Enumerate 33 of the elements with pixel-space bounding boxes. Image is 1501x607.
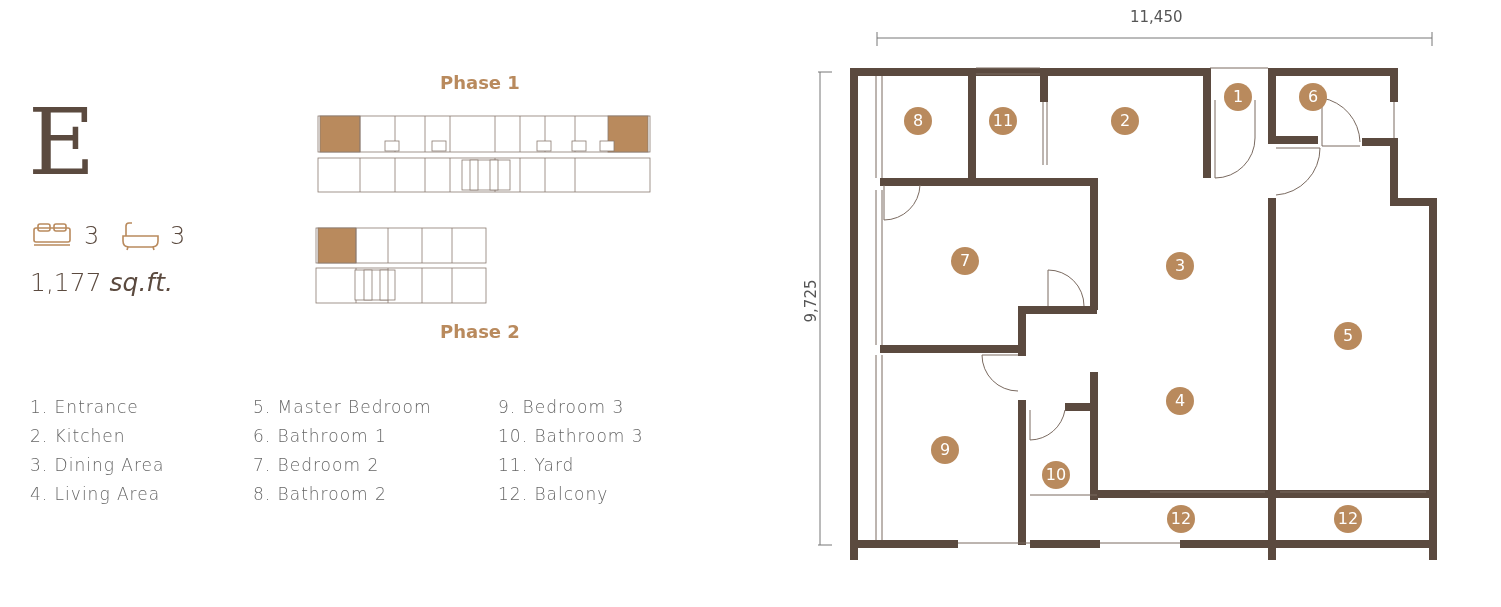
legend-entry: 4. Living Area [30,484,161,504]
legend-entry: 5. Master Bedroom [253,397,432,417]
bathroom-count: 3 [170,222,186,250]
room-number-marker: 12 [1167,505,1195,533]
legend-entry: 1. Entrance [30,397,139,417]
room-number-marker: 3 [1166,252,1194,280]
legend-entry: 7. Bedroom 2 [253,455,380,475]
legend-entry: 2. Kitchen [30,426,126,446]
legend-entry: 9. Bedroom 3 [498,397,625,417]
room-number-marker: 1 [1224,83,1252,111]
room-number-marker: 4 [1166,387,1194,415]
legend-entry: 12. Balcony [498,484,609,504]
legend-entry: 10. Bathroom 3 [498,426,644,446]
legend-entry: 3. Dining Area [30,455,165,475]
legend-entry: 6. Bathroom 1 [253,426,387,446]
phase-heading: Phase 1 [440,72,520,93]
room-number-marker: 2 [1111,107,1139,135]
bedroom-count: 3 [84,222,100,250]
dimension-value: 11,450 [1130,8,1183,26]
legend-entry: 11. Yard [498,455,575,475]
legend-entry: 8. Bathroom 2 [253,484,387,504]
phase-heading: Phase 2 [440,321,520,342]
room-number-marker: 5 [1334,322,1362,350]
room-number-marker: 8 [904,107,932,135]
room-number-marker: 11 [989,107,1017,135]
room-number-marker: 9 [931,436,959,464]
plan-type-letter: E [28,88,96,198]
dimension-value: 9,725 [802,279,821,323]
room-number-marker: 10 [1042,461,1070,489]
room-number-marker: 6 [1299,83,1327,111]
room-number-marker: 7 [951,247,979,275]
floor-area: 1,177 sq.ft. [30,268,173,297]
room-number-marker: 12 [1334,505,1362,533]
